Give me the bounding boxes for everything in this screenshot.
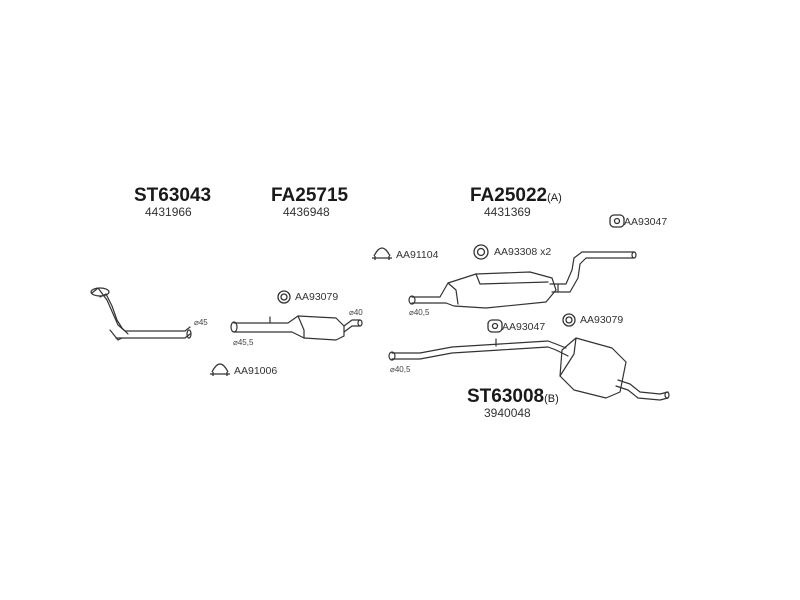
dimension-label-d4: ⌀40,5 (409, 308, 430, 317)
ring-icon-aa93079-b (562, 313, 576, 327)
hanger-icon-aa93047-a (609, 214, 625, 228)
part-suffix-st63008: (B) (544, 393, 559, 405)
accessory-label-ring-2: AA93079 (295, 291, 339, 303)
accessory-label-clamp-1: AA91104 (396, 249, 439, 261)
part-number-fa25022: FA25022(A) (470, 185, 562, 206)
accessory-label-hanger-2: AA93047 (502, 321, 546, 333)
middle-silencer-fa25715 (230, 315, 363, 341)
dimension-label-d3: ⌀40 (349, 308, 363, 317)
part-number-st63008: ST63008(B) (467, 386, 559, 407)
clamp-icon-aa91104 (372, 247, 392, 260)
dimension-label-d5: ⌀40,5 (390, 365, 411, 374)
part-number-fa25715: FA25715 (271, 185, 349, 206)
hanger-icon-aa93047-b (487, 319, 503, 333)
front-pipe-st63043 (90, 287, 192, 341)
dimension-label-d2: ⌀45,5 (233, 338, 254, 347)
oem-number-st63008: 3940048 (484, 406, 531, 420)
center-silencer-fa25022 (408, 251, 637, 309)
dimension-label-d1: ⌀45 (194, 318, 208, 327)
part-suffix-fa25022: (A) (547, 192, 562, 204)
clamp-icon-aa91006 (210, 363, 230, 376)
rear-silencer-st63008 (388, 337, 670, 401)
oem-number-fa25022: 4431369 (484, 205, 531, 219)
accessory-label-clamp-2: AA91006 (234, 365, 278, 377)
accessory-label-ring-3: AA93079 (580, 314, 624, 326)
oem-number-fa25715: 4436948 (283, 205, 330, 219)
oem-number-st63043: 4431966 (145, 205, 192, 219)
ring-icon-aa93079-a (277, 290, 291, 304)
accessory-label-hanger-1: AA93047 (624, 216, 668, 228)
ring-icon-aa93308 (473, 244, 489, 260)
part-number-st63043: ST63043 (134, 185, 212, 206)
accessory-label-ring-1: AA93308 x2 (494, 246, 552, 258)
